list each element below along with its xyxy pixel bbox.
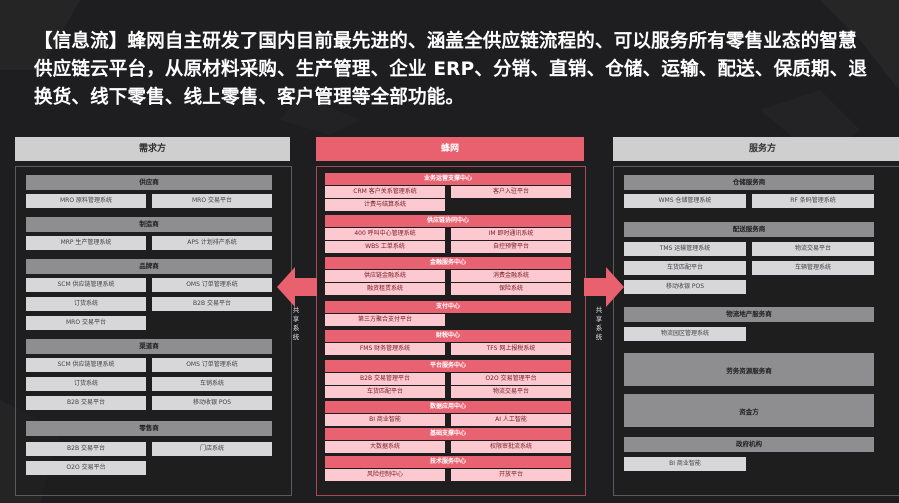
system-cell: OMS 订单管理系统 [152, 278, 272, 292]
group-header: 品牌商 [26, 259, 272, 274]
left-shared-label: 共享系统 [292, 306, 300, 341]
system-cell: MRO 原料管理系统 [26, 194, 146, 208]
system-cell: SCM 供应链管理系统 [26, 278, 146, 292]
system-cell: 移动收银 POS [624, 280, 746, 294]
group-header: 渠道商 [26, 339, 272, 354]
system-cell: 车货匹配平台 [624, 261, 746, 275]
center-cell: 大数据系统 [325, 441, 445, 453]
system-cell: 门店系统 [152, 442, 272, 456]
center-header: 金融服务中心 [325, 257, 571, 269]
system-cell: MRO 交易平台 [26, 316, 146, 330]
group-header: 制造商 [26, 217, 272, 232]
fengwang-panel: 业务运营支撑中心 CRM 客户关系管理系统 客户入驻平台 计费与结算系统 供应链… [316, 166, 586, 496]
center-cell: 计费与结算系统 [325, 199, 445, 211]
left-shared-arrow-icon [277, 267, 317, 307]
center-cell: 400 呼叫中心管理系统 [325, 228, 445, 240]
center-header: 财税中心 [325, 330, 571, 342]
center-header: 数据应用中心 [325, 401, 571, 413]
group-header: 配送服务商 [624, 222, 874, 237]
group-header: 物流地产服务商 [624, 307, 874, 322]
system-cell: 订货系统 [26, 297, 146, 311]
system-cell: RF 条码管理系统 [752, 194, 874, 208]
center-cell: AI 人工智能 [451, 414, 571, 426]
system-cell: B2B 交易平台 [152, 297, 272, 311]
center-header: 技术服务中心 [325, 456, 571, 468]
right-shared-arrow-icon [584, 267, 624, 307]
group-header: 零售商 [26, 421, 272, 436]
system-cell: OMS 订单管理系统 [152, 358, 272, 372]
center-cell: 保险系统 [451, 283, 571, 295]
group-header: 仓储服务商 [624, 175, 874, 190]
system-cell: O2O 交易平台 [26, 461, 146, 475]
system-cell: 车辆管理系统 [752, 261, 874, 275]
center-cell: 融资租赁系统 [325, 283, 445, 295]
center-cell: 自控预警平台 [451, 241, 571, 253]
group-header: 政府机构 [624, 437, 874, 452]
system-cell: WMS 仓储管理系统 [624, 194, 746, 208]
system-cell: B2B 交易平台 [26, 442, 146, 456]
center-header: 平台服务中心 [325, 360, 571, 372]
center-header: 基础支撑中心 [325, 428, 571, 440]
system-cell: BI 商业智能 [624, 457, 746, 471]
center-cell: 车货匹配平台 [325, 386, 445, 398]
fengwang-title: 蜂网 [316, 137, 584, 161]
center-cell: WBS 工单系统 [325, 241, 445, 253]
center-cell: CRM 客户关系管理系统 [325, 186, 445, 198]
service-side-title: 服务方 [613, 137, 899, 161]
system-cell: 车销系统 [152, 377, 272, 391]
center-cell: B2B 交易管理平台 [325, 373, 445, 385]
demand-side-title: 需求方 [15, 137, 290, 161]
system-cell: APS 计划排产系统 [152, 236, 272, 250]
center-header: 支付中心 [325, 301, 571, 313]
system-cell: 物流交易平台 [752, 242, 874, 256]
system-cell: TMS 运输管理系统 [624, 242, 746, 256]
group-header: 资金方 [624, 394, 874, 427]
center-cell: BI 商业智能 [325, 414, 445, 426]
system-cell: 订货系统 [26, 377, 146, 391]
headline-text: 【信息流】蜂网自主研发了国内目前最先进的、涵盖全供应链流程的、可以服务所有零售业… [34, 31, 868, 108]
center-cell: IM 即时通讯系统 [451, 228, 571, 240]
service-side-panel: 仓储服务商 WMS 仓储管理系统 RF 条码管理系统 配送服务商 TMS 运输管… [613, 166, 899, 496]
demand-side-panel: 供应商 MRO 原料管理系统 MRO 交易平台 制造商 MRP 生产管理系统 A… [15, 166, 292, 496]
center-cell: 风险控制中心 [325, 469, 445, 481]
group-header: 供应商 [26, 175, 272, 190]
system-cell: SCM 供应链管理系统 [26, 358, 146, 372]
center-cell: 客户入驻平台 [451, 186, 571, 198]
center-cell: 第三方聚合支付平台 [325, 314, 445, 326]
right-shared-label: 共享系统 [595, 306, 603, 341]
system-cell: 物流园区管理系统 [624, 327, 746, 341]
center-cell: 权限审批流系统 [451, 441, 571, 453]
center-cell: FMS 财务管理系统 [325, 343, 445, 355]
center-cell: O2O 交易管理平台 [451, 373, 571, 385]
group-header: 劳务资源服务商 [624, 353, 874, 386]
center-cell: TFS 网上报税系统 [451, 343, 571, 355]
center-cell: 物流交易平台 [451, 386, 571, 398]
center-cell: 开放平台 [451, 469, 571, 481]
center-header: 供应链协同中心 [325, 215, 571, 227]
system-cell: MRO 交易平台 [152, 194, 272, 208]
system-cell: 移动收银 POS [152, 396, 272, 410]
center-cell: 供应链金融系统 [325, 270, 445, 282]
system-cell: B2B 交易平台 [26, 396, 146, 410]
system-cell: MRP 生产管理系统 [26, 236, 146, 250]
center-cell: 消费金融系统 [451, 270, 571, 282]
center-header: 业务运营支撑中心 [325, 173, 571, 185]
